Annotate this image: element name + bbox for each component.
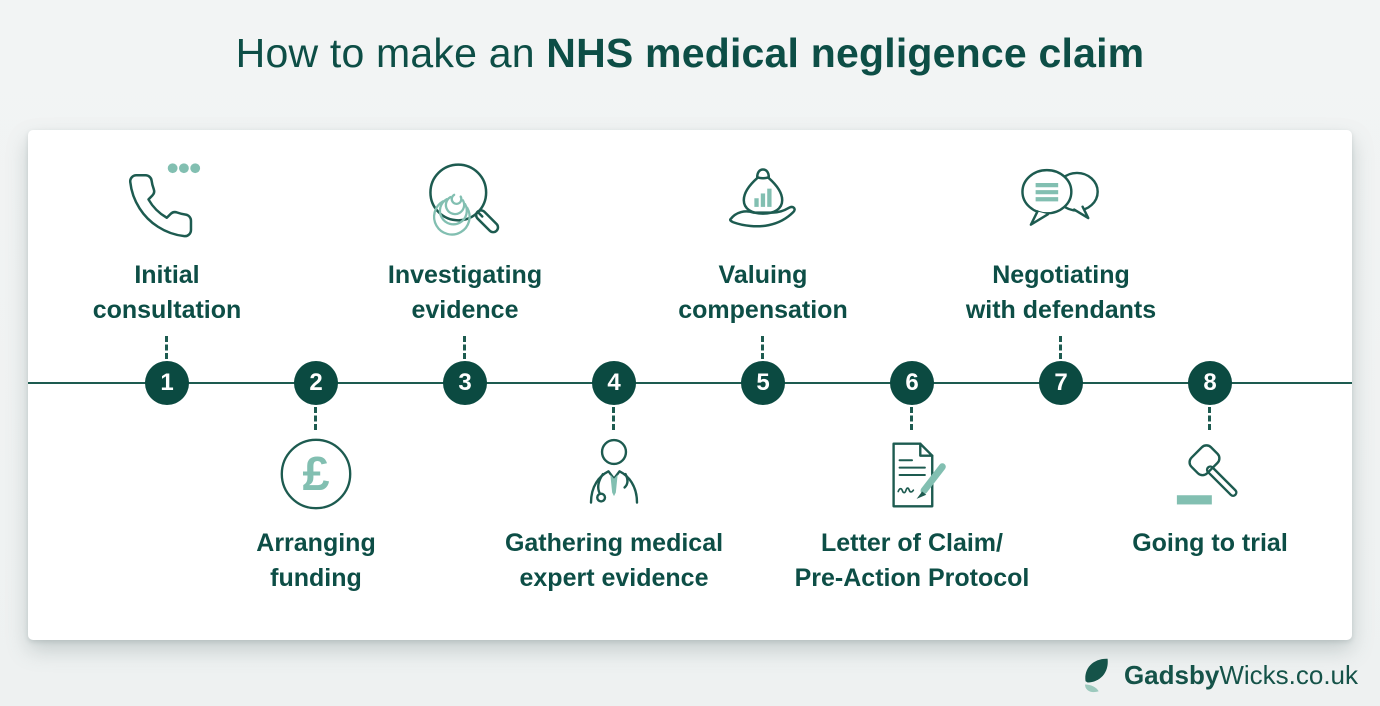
document-pen-icon: [892, 442, 946, 508]
step-label: Letter of Claim/Pre-Action Protocol: [794, 529, 1030, 592]
title-regular: How to make an: [235, 30, 547, 76]
step-number-badge: 1: [145, 361, 189, 405]
page-title: How to make an NHS medical negligence cl…: [0, 30, 1380, 77]
connector-dash: [165, 336, 168, 359]
step-label: Going to trial: [1132, 529, 1288, 557]
svg-text:£: £: [302, 447, 329, 501]
step-number-badge: 4: [592, 361, 636, 405]
leaf-icon: [1084, 658, 1108, 693]
step-number-badge: 5: [741, 361, 785, 405]
brand-text: GadsbyWicks.co.uk: [1124, 660, 1358, 691]
connector-dash: [612, 407, 615, 430]
pound-sterling-icon: £: [280, 438, 352, 510]
connector-dash: [761, 336, 764, 359]
phone-icon: [128, 163, 201, 238]
connector-dash: [1208, 407, 1211, 430]
step-6-letter-of-claim: Letter of Claim/Pre-Action Protocol 6: [772, 130, 1052, 640]
connector-dash: [1059, 336, 1062, 359]
step-number-badge: 2: [294, 361, 338, 405]
step-number-badge: 6: [890, 361, 934, 405]
step-number-badge: 7: [1039, 361, 1083, 405]
step-number-badge: 3: [443, 361, 487, 405]
fingerprint-magnifier-icon: [429, 163, 500, 236]
doctor-icon: [589, 438, 639, 504]
timeline-card: [28, 130, 1352, 640]
step-number-badge: 8: [1188, 361, 1232, 405]
speech-bubbles-icon: [1021, 168, 1099, 226]
title-bold: NHS medical negligence claim: [546, 30, 1145, 76]
connector-dash: [463, 336, 466, 359]
money-bag-hand-icon: [729, 168, 796, 228]
brand-logo: GadsbyWicks.co.uk: [1074, 654, 1358, 696]
gavel-icon: [1176, 444, 1238, 505]
brand-suffix: Wicks.co.uk: [1219, 659, 1358, 690]
connector-dash: [314, 407, 317, 430]
timeline-line: [28, 382, 1352, 384]
brand-bold: Gadsby: [1123, 659, 1220, 690]
connector-dash: [910, 407, 913, 430]
step-8-going-to-trial: Going to trial 8: [1070, 130, 1350, 640]
